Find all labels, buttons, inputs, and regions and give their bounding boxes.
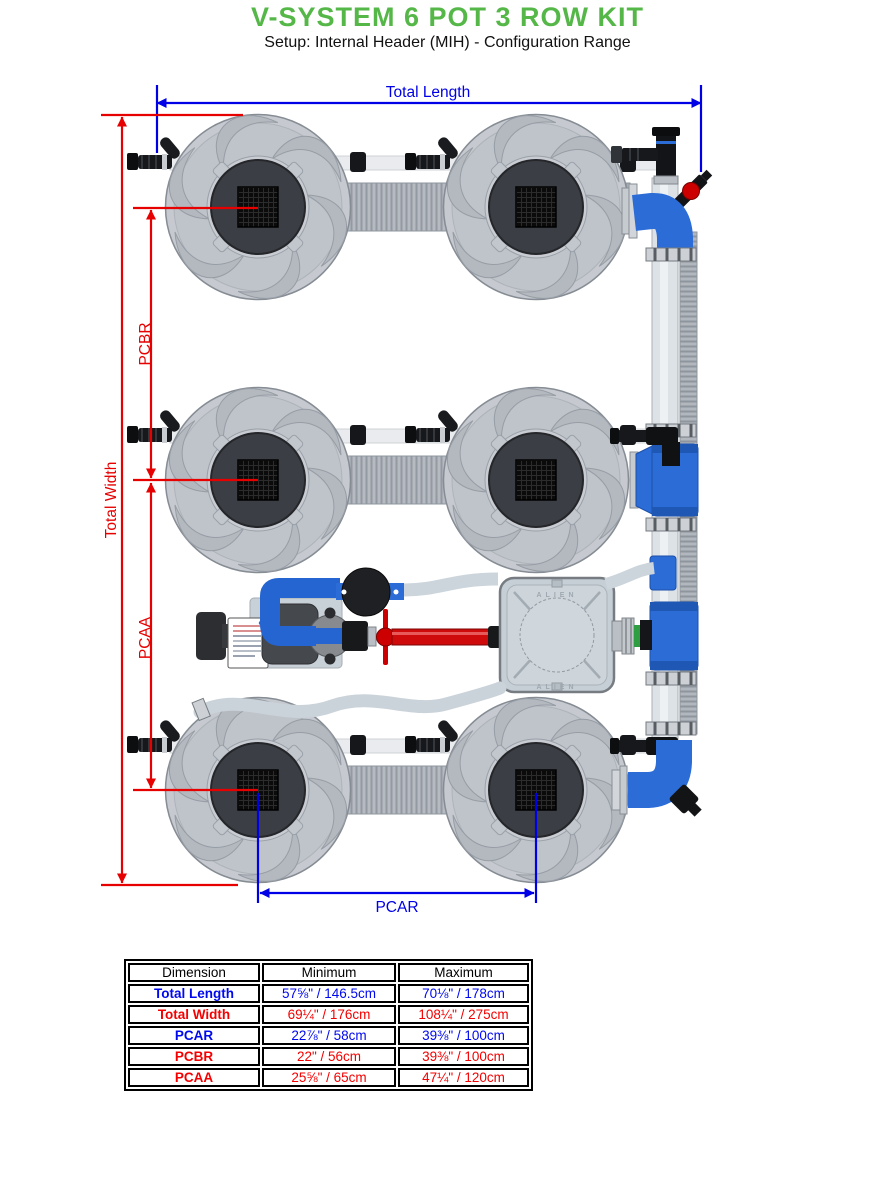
dimension-pcbr xyxy=(133,206,258,482)
dimension-total-length xyxy=(155,85,703,172)
row-minimum: 69¼" / 176cm xyxy=(262,1005,396,1024)
pipe-coupler xyxy=(350,735,366,755)
label-pcbr: PCBR xyxy=(137,322,154,365)
row-minimum: 25⅝" / 65cm xyxy=(262,1068,396,1087)
filter-dome-body xyxy=(341,567,391,617)
reservoir-tank: ALIEN ALIEN xyxy=(498,562,655,694)
red-pipe xyxy=(391,628,491,646)
pipe-coupler xyxy=(350,152,366,172)
label-total-length: Total Length xyxy=(386,84,470,101)
row-label: PCAR xyxy=(128,1026,260,1045)
row-label: Total Width xyxy=(128,1005,260,1024)
drip-valve-icon xyxy=(674,169,713,208)
col-header-dimension: Dimension xyxy=(128,963,260,982)
row-label: PCAA xyxy=(128,1068,260,1087)
pump-assembly xyxy=(196,578,358,669)
pot-2 xyxy=(432,98,640,316)
table-row: Total Length 57⅝" / 146.5cm 70⅛" / 178cm xyxy=(128,984,529,1003)
col-header-maximum: Maximum xyxy=(398,963,529,982)
row-maximum: 39⅜" / 100cm xyxy=(398,1047,529,1066)
row-minimum: 22" / 56cm xyxy=(262,1047,396,1066)
diagram: ALIEN ALIEN Total Length PCAR Total Widt… xyxy=(101,84,713,916)
filter-dome xyxy=(336,567,499,617)
tank-brand-top: ALIEN xyxy=(537,592,578,599)
tank-outlet-fittings xyxy=(611,617,652,655)
tank-top-hose xyxy=(604,562,655,590)
table-row: Total Width 69¼" / 176cm 108¼" / 275cm xyxy=(128,1005,529,1024)
page-header: V-SYSTEM 6 POT 3 ROW KIT Setup: Internal… xyxy=(0,2,895,52)
pump-motor xyxy=(196,612,226,660)
row-maximum: 108¼" / 275cm xyxy=(398,1005,529,1024)
table-row: PCAR 22⅞" / 58cm 39⅜" / 100cm xyxy=(128,1026,529,1045)
tank-brand-bottom: ALIEN xyxy=(537,684,578,691)
page-subtitle: Setup: Internal Header (MIH) - Configura… xyxy=(264,34,631,51)
page-title: V-SYSTEM 6 POT 3 ROW KIT xyxy=(250,2,645,32)
row-label: Total Length xyxy=(128,984,260,1003)
dimension-pcar xyxy=(256,793,538,903)
row-maximum: 70⅛" / 178cm xyxy=(398,984,529,1003)
row-maximum: 39⅜" / 100cm xyxy=(398,1026,529,1045)
row-minimum: 57⅝" / 146.5cm xyxy=(262,984,396,1003)
table-header-row: Dimension Minimum Maximum xyxy=(128,963,529,982)
red-return-line xyxy=(342,609,504,665)
manifold-top-tee xyxy=(611,127,680,185)
row1-elbow xyxy=(621,183,698,263)
label-pcaa: PCAA xyxy=(137,616,154,659)
manifold xyxy=(610,127,713,817)
dimension-table: Dimension Minimum Maximum Total Length 5… xyxy=(124,959,533,1091)
drain-hose xyxy=(191,681,507,722)
pot-4 xyxy=(432,371,640,589)
table-row: PCBR 22" / 56cm 39⅜" / 100cm xyxy=(128,1047,529,1066)
pump-blue-pipe xyxy=(260,578,340,646)
pump-label xyxy=(227,617,269,669)
pot-row-3 xyxy=(126,681,667,899)
pot-row-1 xyxy=(126,98,667,316)
tank-lid xyxy=(519,597,595,673)
row3-elbow xyxy=(611,720,702,817)
label-pcar: PCAR xyxy=(375,899,418,916)
dimension-total-width xyxy=(101,113,243,887)
table-row: PCAA 25⅝" / 65cm 47¼" / 120cm xyxy=(128,1068,529,1087)
filter-to-tank-hose xyxy=(403,572,499,597)
row-label: PCBR xyxy=(128,1047,260,1066)
row-maximum: 47¼" / 120cm xyxy=(398,1068,529,1087)
dimension-pcaa xyxy=(133,482,258,792)
label-total-width: Total Width xyxy=(103,462,120,539)
pipe-coupler xyxy=(350,425,366,445)
col-header-minimum: Minimum xyxy=(262,963,396,982)
row-minimum: 22⅞" / 58cm xyxy=(262,1026,396,1045)
tank-tee xyxy=(644,601,699,687)
